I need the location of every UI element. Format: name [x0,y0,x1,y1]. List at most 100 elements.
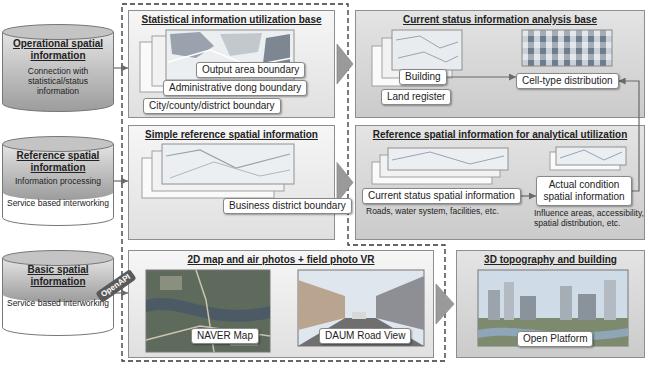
label-box: Output area boundary [196,62,305,78]
label-box: Building [399,69,447,85]
label-box: DAUM Road View [319,328,411,344]
street-photo [298,270,424,346]
street-photo [298,270,424,346]
flow-arrow [114,180,128,181]
body-text: Administrative dong boundary [169,82,301,94]
label-box: NAVER Map [191,328,259,344]
cylinder-outline [3,258,114,336]
body-text: Connection with statistical/status infor… [2,66,114,96]
aerial-photo [146,270,270,352]
cylinder-outline [3,25,114,40]
aerial-photo [230,330,258,346]
city-3d-view [520,296,536,320]
cylinder-outline [3,32,114,112]
label-box: Cell-type distribution [516,73,619,89]
status-layer-maps [388,148,508,170]
boundary-maps [220,33,262,56]
status-maps [396,36,458,48]
body-text: Information processing [2,176,114,186]
status-maps [398,52,458,62]
city-3d-view [604,280,616,320]
city-3d-view [578,294,596,320]
database-cylinder: Operational spatial informationConnectio… [2,24,114,112]
body-text: DAUM Road View [325,330,405,342]
flow-arrow [114,292,128,293]
label-box: Current status spatial information [362,188,521,204]
district-maps [166,150,290,168]
boundary-maps [166,30,294,80]
database-cylinder: Reference spatial informationInformation… [2,136,114,226]
boundary-maps [262,34,290,76]
cylinder-outline [3,137,114,152]
aerial-photo [146,270,270,352]
body-text: Service based interworking [2,298,114,308]
cylinder-outline [3,144,114,226]
city-3d-view [478,318,628,346]
street-photo [298,318,424,346]
body-text: Business district boundary [229,200,346,212]
cylinder-outline [3,144,114,200]
body-text: Open Platform [523,333,587,345]
status-layer-maps [560,150,622,160]
label-box: Administrative dong boundary [163,80,307,96]
heading-text: Basic spatial information [2,264,114,288]
body-text: Service based interworking [2,198,114,208]
caption-note: Roads, water system, facilities, etc. [366,206,499,216]
cylinder-outline [3,251,114,266]
status-layer-maps [556,147,626,165]
cylinder-outline [3,258,114,302]
heading-text: Reference spatial information for analyt… [356,129,644,141]
aerial-photo [160,276,182,290]
flow-arrow [447,76,516,77]
boundary-maps [170,32,214,58]
edge-label: OpenAPI [95,269,136,303]
label-box: City/county/district boundary [143,98,281,114]
city-3d-view [560,286,572,320]
label-box: Open Platform [517,331,593,347]
boundary-maps [140,30,294,92]
status-maps [392,30,462,70]
body-text: Cell-type distribution [522,75,613,87]
flow-chevron [436,284,454,324]
status-layer-maps [372,147,626,184]
flow-chevron [337,163,353,203]
cell-grid [522,30,612,66]
flow-arrow [521,195,536,196]
label-box: Business district boundary [223,198,352,214]
district-maps [162,144,294,184]
body-text: Land register [387,91,445,103]
cylinder-outline [3,258,114,336]
heading-text: Reference spatial information [2,150,114,174]
heading-text: 3D topography and building [457,254,644,266]
database-cylinder: Basic spatial informationService based i… [2,250,114,336]
aerial-photo [196,270,214,352]
cylinder-outline [3,144,114,226]
district-maps [142,144,294,198]
heading-text: Statistical information utilization base [129,14,334,26]
body-text: Building [405,71,441,83]
status-layer-maps [392,152,504,164]
body-text: NAVER Map [197,330,253,342]
body-text: City/county/district boundary [149,100,275,112]
cylinder-outline [3,32,114,112]
street-photo [352,312,366,319]
heading-text: Simple reference spatial information [129,129,334,141]
city-3d-view [478,270,628,346]
city-3d-view [478,328,628,340]
city-3d-view [488,290,500,320]
cylinder-outline [2,250,114,336]
flow-arrow [619,81,639,191]
cylinder-outline [3,32,114,112]
label-box: Land register [381,89,451,105]
street-photo [376,276,424,330]
city-3d-view [504,282,514,320]
heading-text: Current status information analysis base [356,14,644,26]
body-text: Output area boundary [202,64,299,76]
body-text: Current status spatial information [368,190,515,202]
body-text: Actual condition spatial information [541,179,627,203]
district-maps [170,162,290,178]
flow-chevron [337,44,353,84]
boundary-maps [168,50,292,66]
label-box: Actual condition spatial information [536,176,632,206]
caption-note: Influence areas, accessibility, spatial … [534,208,644,228]
